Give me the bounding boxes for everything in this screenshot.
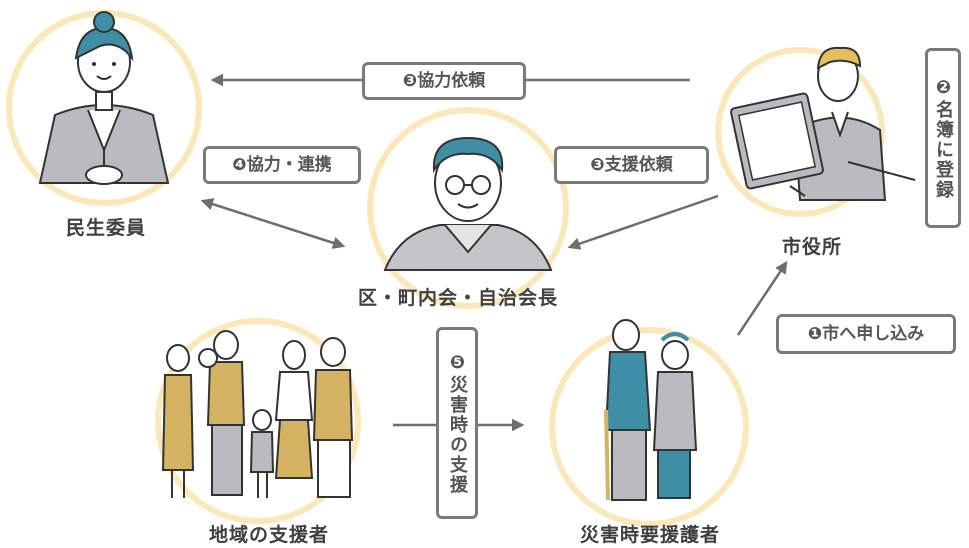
label-shiyakusho: 市役所 [781, 236, 843, 258]
tag-saigai-shien: ❺災害時の支援 [436, 327, 478, 519]
tag-shien-irai: ❸支援依頼 [554, 146, 709, 184]
arrow-shien-irai [567, 194, 719, 250]
arrow-kyoryoku-renkei [200, 198, 346, 249]
shiyakusho-worker-figure [730, 46, 916, 201]
tag-moshikomi: ❶市へ申し込み [776, 314, 956, 354]
label-kuchokai: 区・町内会・自治会長 [357, 287, 559, 309]
circle-saigai [549, 327, 749, 527]
minsei-woman-figure [38, 11, 170, 185]
circle-chiiki [155, 318, 361, 524]
circle-shiyakusho [715, 47, 885, 217]
tag-meibo-toroku: ❷名簿に登録 [925, 48, 961, 228]
label-saigai-yoengosha: 災害時要援護者 [579, 524, 721, 546]
tag-kyoryoku-irai: ❸協力依頼 [362, 62, 526, 100]
arrow-moshikomi [736, 260, 788, 336]
tag-kyoryoku-renkei: ❹協力・連携 [203, 146, 361, 184]
circle-kuchokai [367, 107, 569, 309]
label-chiiki-shiensha: 地域の支援者 [208, 524, 330, 546]
chiiki-family-figure [161, 330, 354, 498]
saigai-elderly-figure [604, 319, 698, 501]
label-minsei-iin: 民生委員 [65, 217, 147, 239]
kuchokai-man-figure [383, 136, 553, 271]
